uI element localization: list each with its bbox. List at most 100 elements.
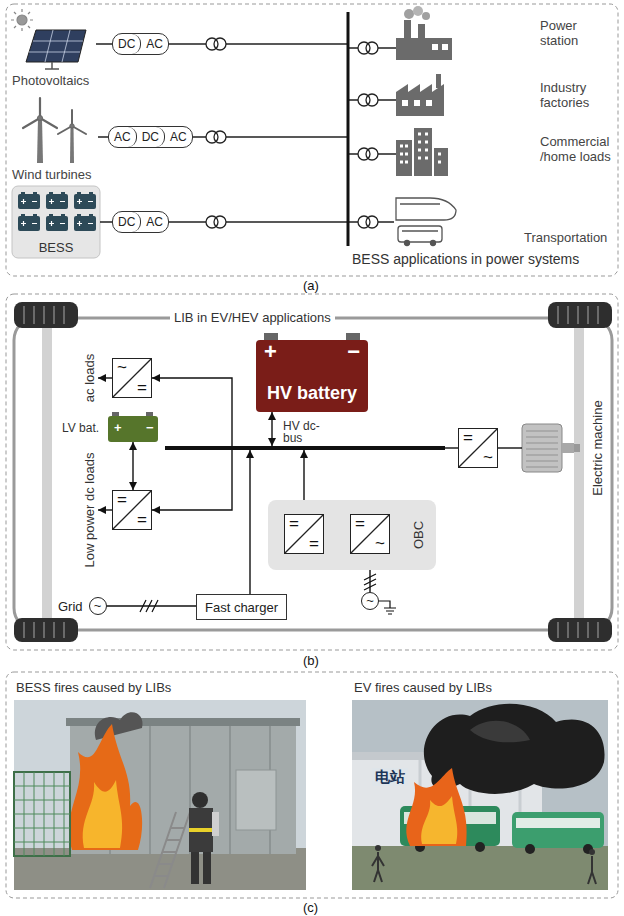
fast-charger: Fast charger: [196, 594, 287, 620]
car-body: [14, 318, 612, 630]
node-label: Fast charger: [205, 600, 278, 615]
solar-panel: [26, 30, 86, 62]
connector: [98, 377, 112, 378]
dc-bus: HV dc-bus: [165, 446, 445, 450]
load-label: Power station: [540, 18, 612, 48]
terminal-sign: +: [264, 340, 277, 364]
power-station-icon: [432, 44, 438, 50]
converter-label: AC: [109, 127, 137, 147]
converter-label: AC: [141, 34, 168, 54]
converter-diagonal: [113, 359, 151, 397]
transport-icon: [396, 198, 456, 220]
obc-box: OBC===~: [268, 500, 436, 570]
power-bus: [347, 12, 350, 246]
converter-symbol: =: [137, 511, 147, 529]
sun-icon: [11, 9, 33, 31]
building-icon: [414, 128, 432, 176]
pv-source: Photovoltaics: [12, 14, 96, 88]
building-icon: [396, 140, 412, 176]
converter-symbol: =: [289, 515, 299, 533]
converter-label: DC: [113, 34, 141, 54]
converter-diagonal: [113, 491, 151, 529]
transformer-symbol: [366, 148, 378, 160]
converter-box: =~: [350, 514, 390, 554]
motor-icon: [574, 444, 580, 452]
lv-battery: LV bat.+−: [62, 414, 158, 442]
connector: [152, 450, 232, 510]
wind-turbine: [23, 98, 86, 163]
bess-fire-photo: [189, 808, 213, 852]
power-bus: [348, 12, 349, 246]
connector: [96, 43, 112, 44]
factory-icon: [426, 100, 432, 106]
bess-fire-photo: [189, 828, 213, 832]
transport-icon: [431, 241, 436, 246]
hv-battery: +−HV battery: [256, 340, 368, 412]
bess-enclosure: [46, 214, 68, 231]
connector: [249, 450, 250, 594]
ac-loads: ac loads: [80, 351, 98, 405]
ev-fire-photo: [512, 812, 604, 848]
converter-label: DC: [137, 127, 165, 147]
converter-diagonal: [285, 515, 323, 553]
converter-diagonal: [459, 429, 497, 467]
converter-symbol: =: [355, 515, 365, 533]
converter-symbol: ~: [117, 359, 127, 377]
node-label: Electric machine: [590, 400, 605, 495]
bess-fire-photo: [150, 812, 190, 888]
bess-fire-photo: [95, 712, 143, 740]
connector: [98, 509, 112, 510]
panel-letter: (c): [303, 900, 318, 915]
ev-fire-photo: [406, 768, 466, 846]
transport-icon: [405, 241, 410, 246]
bess-fire-photo: [191, 852, 199, 884]
load-label: Transportation: [524, 228, 607, 246]
ev-fire-photo: [525, 844, 535, 854]
load-label: Industry factories: [540, 80, 612, 110]
node-label: HV dc-bus: [283, 420, 327, 444]
panel-title: LIB in EV/HEV applications: [170, 310, 335, 326]
bess-enclosure: [74, 214, 96, 231]
bess-fire-photo: [14, 848, 306, 890]
ground-symbol: [379, 601, 396, 614]
node-label: ac loads: [82, 354, 97, 402]
node-label: BESS: [12, 240, 100, 255]
solar-panel: [45, 62, 59, 69]
panel-frame: [6, 294, 618, 650]
power-station-icon: [422, 12, 430, 20]
sign-text: 电站: [372, 768, 408, 786]
bess-fire-photo: [83, 780, 122, 848]
converter-symbol: =: [309, 535, 319, 553]
panel-frame: [6, 4, 618, 898]
bess-unit: BESS: [12, 186, 100, 258]
converter-box: DCAC: [112, 33, 169, 55]
bess-enclosure: [74, 192, 96, 209]
bess-enclosure: [18, 192, 40, 209]
ev-fire-photo: [375, 845, 381, 851]
terminal-sign: −: [347, 340, 360, 364]
panel-frame: [6, 672, 618, 898]
transformer-symbol: [206, 38, 378, 228]
motor-icon: [522, 424, 562, 472]
wind-turbine: [37, 118, 43, 163]
ev-fire-photo: [352, 700, 608, 890]
wind-turbine: [58, 110, 86, 134]
electric-machine: Electric machine: [518, 414, 570, 482]
converter-diagonal: [351, 515, 389, 553]
connector: [107, 605, 196, 606]
grid-source: Grid~: [58, 596, 107, 616]
converter-label: AC: [165, 127, 192, 147]
converter-box: DCAC: [112, 211, 169, 233]
power-station-icon: [418, 24, 425, 40]
transformer-symbol: [366, 42, 378, 54]
panel-letter: (a): [303, 278, 319, 293]
battery-terminal: [264, 333, 278, 340]
photo-title: BESS fires caused by LIBs: [16, 680, 171, 696]
bess-enclosure: [46, 192, 68, 209]
bess-fire-photo: [14, 772, 70, 856]
converter-box: ACDCAC: [108, 126, 193, 148]
power-station-icon: [404, 9, 414, 19]
motor-icon: [518, 447, 522, 448]
ev-fire-photo: [352, 700, 608, 890]
node-label: Transportation: [524, 230, 607, 245]
